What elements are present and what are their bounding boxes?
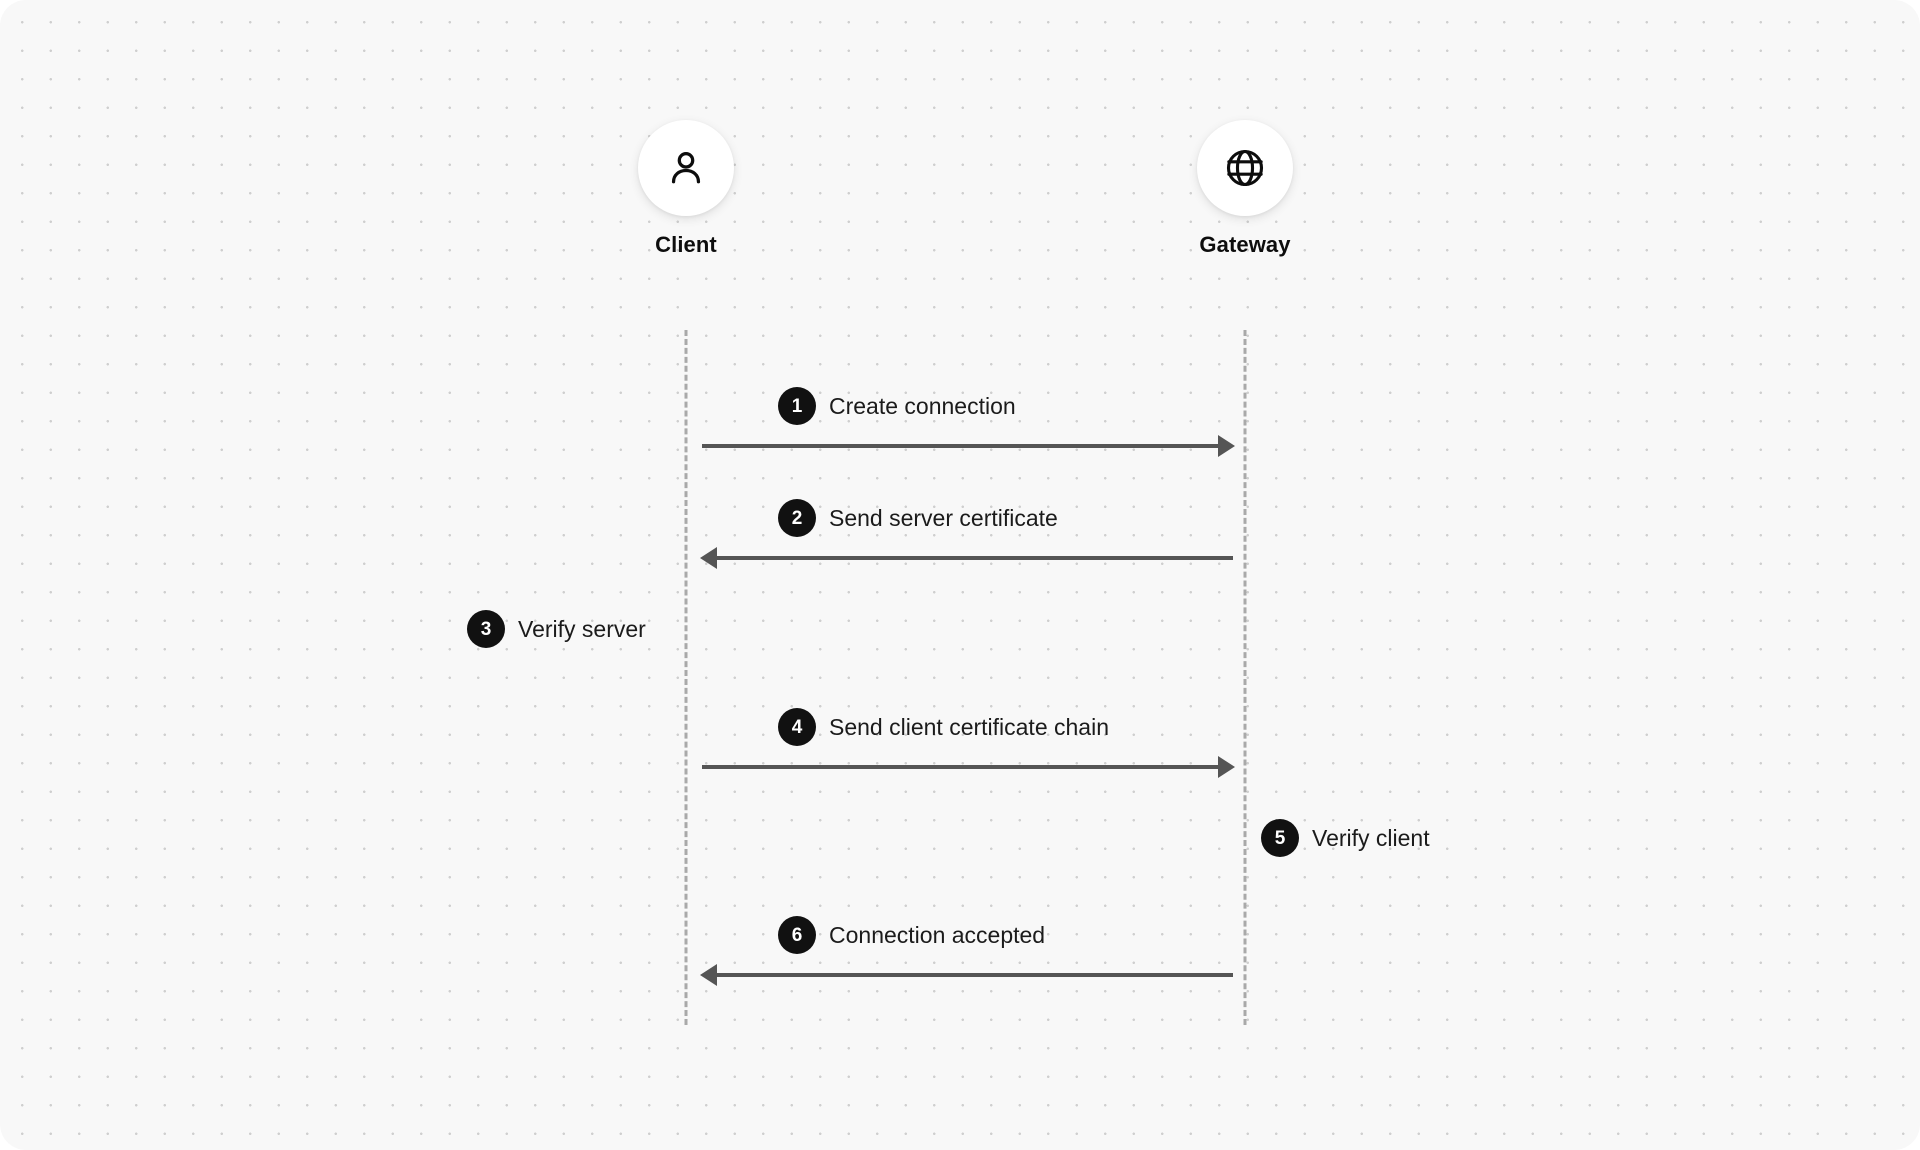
message-arrow-6 (700, 964, 1233, 986)
step-label-2: Send server certificate (829, 504, 1058, 531)
step-badge-6: 6 (778, 916, 816, 954)
globe-icon (1223, 146, 1267, 190)
actor-gateway[interactable]: Gateway (1197, 120, 1293, 258)
message-arrow-2 (700, 547, 1233, 569)
arrow-shaft (702, 444, 1220, 448)
step-5[interactable]: 5 Verify client (1261, 819, 1430, 857)
arrow-head-icon (700, 547, 717, 569)
lifeline-gateway (1243, 330, 1247, 1025)
step-label-5: Verify client (1312, 824, 1430, 851)
actor-gateway-label: Gateway (1199, 232, 1291, 257)
message-arrow-4 (702, 756, 1235, 778)
person-icon (663, 145, 709, 191)
arrow-shaft (702, 765, 1220, 769)
step-4[interactable]: 4 Send client certificate chain (778, 708, 1109, 746)
actor-gateway-avatar[interactable] (1197, 120, 1293, 216)
step-1[interactable]: 1 Create connection (778, 387, 1016, 425)
step-label-3: Verify server (518, 615, 646, 642)
step-6[interactable]: 6 Connection accepted (778, 916, 1045, 954)
arrow-head-icon (1218, 435, 1235, 457)
actor-client-label: Client (655, 232, 717, 257)
message-arrow-1 (702, 435, 1235, 457)
arrow-head-icon (700, 964, 717, 986)
arrow-shaft (715, 973, 1233, 977)
step-label-6: Connection accepted (829, 921, 1046, 948)
actor-client-avatar[interactable] (638, 120, 734, 216)
step-badge-5: 5 (1261, 819, 1299, 857)
step-badge-3: 3 (467, 610, 505, 648)
step-2[interactable]: 2 Send server certificate (778, 499, 1058, 537)
arrow-head-icon (1218, 756, 1235, 778)
step-3[interactable]: 3 Verify server (467, 610, 646, 648)
step-badge-2: 2 (778, 499, 816, 537)
lifeline-client (684, 330, 688, 1025)
actor-client[interactable]: Client (638, 120, 734, 258)
step-badge-4: 4 (778, 708, 816, 746)
step-label-1: Create connection (829, 392, 1016, 419)
step-badge-1: 1 (778, 387, 816, 425)
step-label-4: Send client certificate chain (829, 713, 1109, 740)
arrow-shaft (715, 556, 1233, 560)
